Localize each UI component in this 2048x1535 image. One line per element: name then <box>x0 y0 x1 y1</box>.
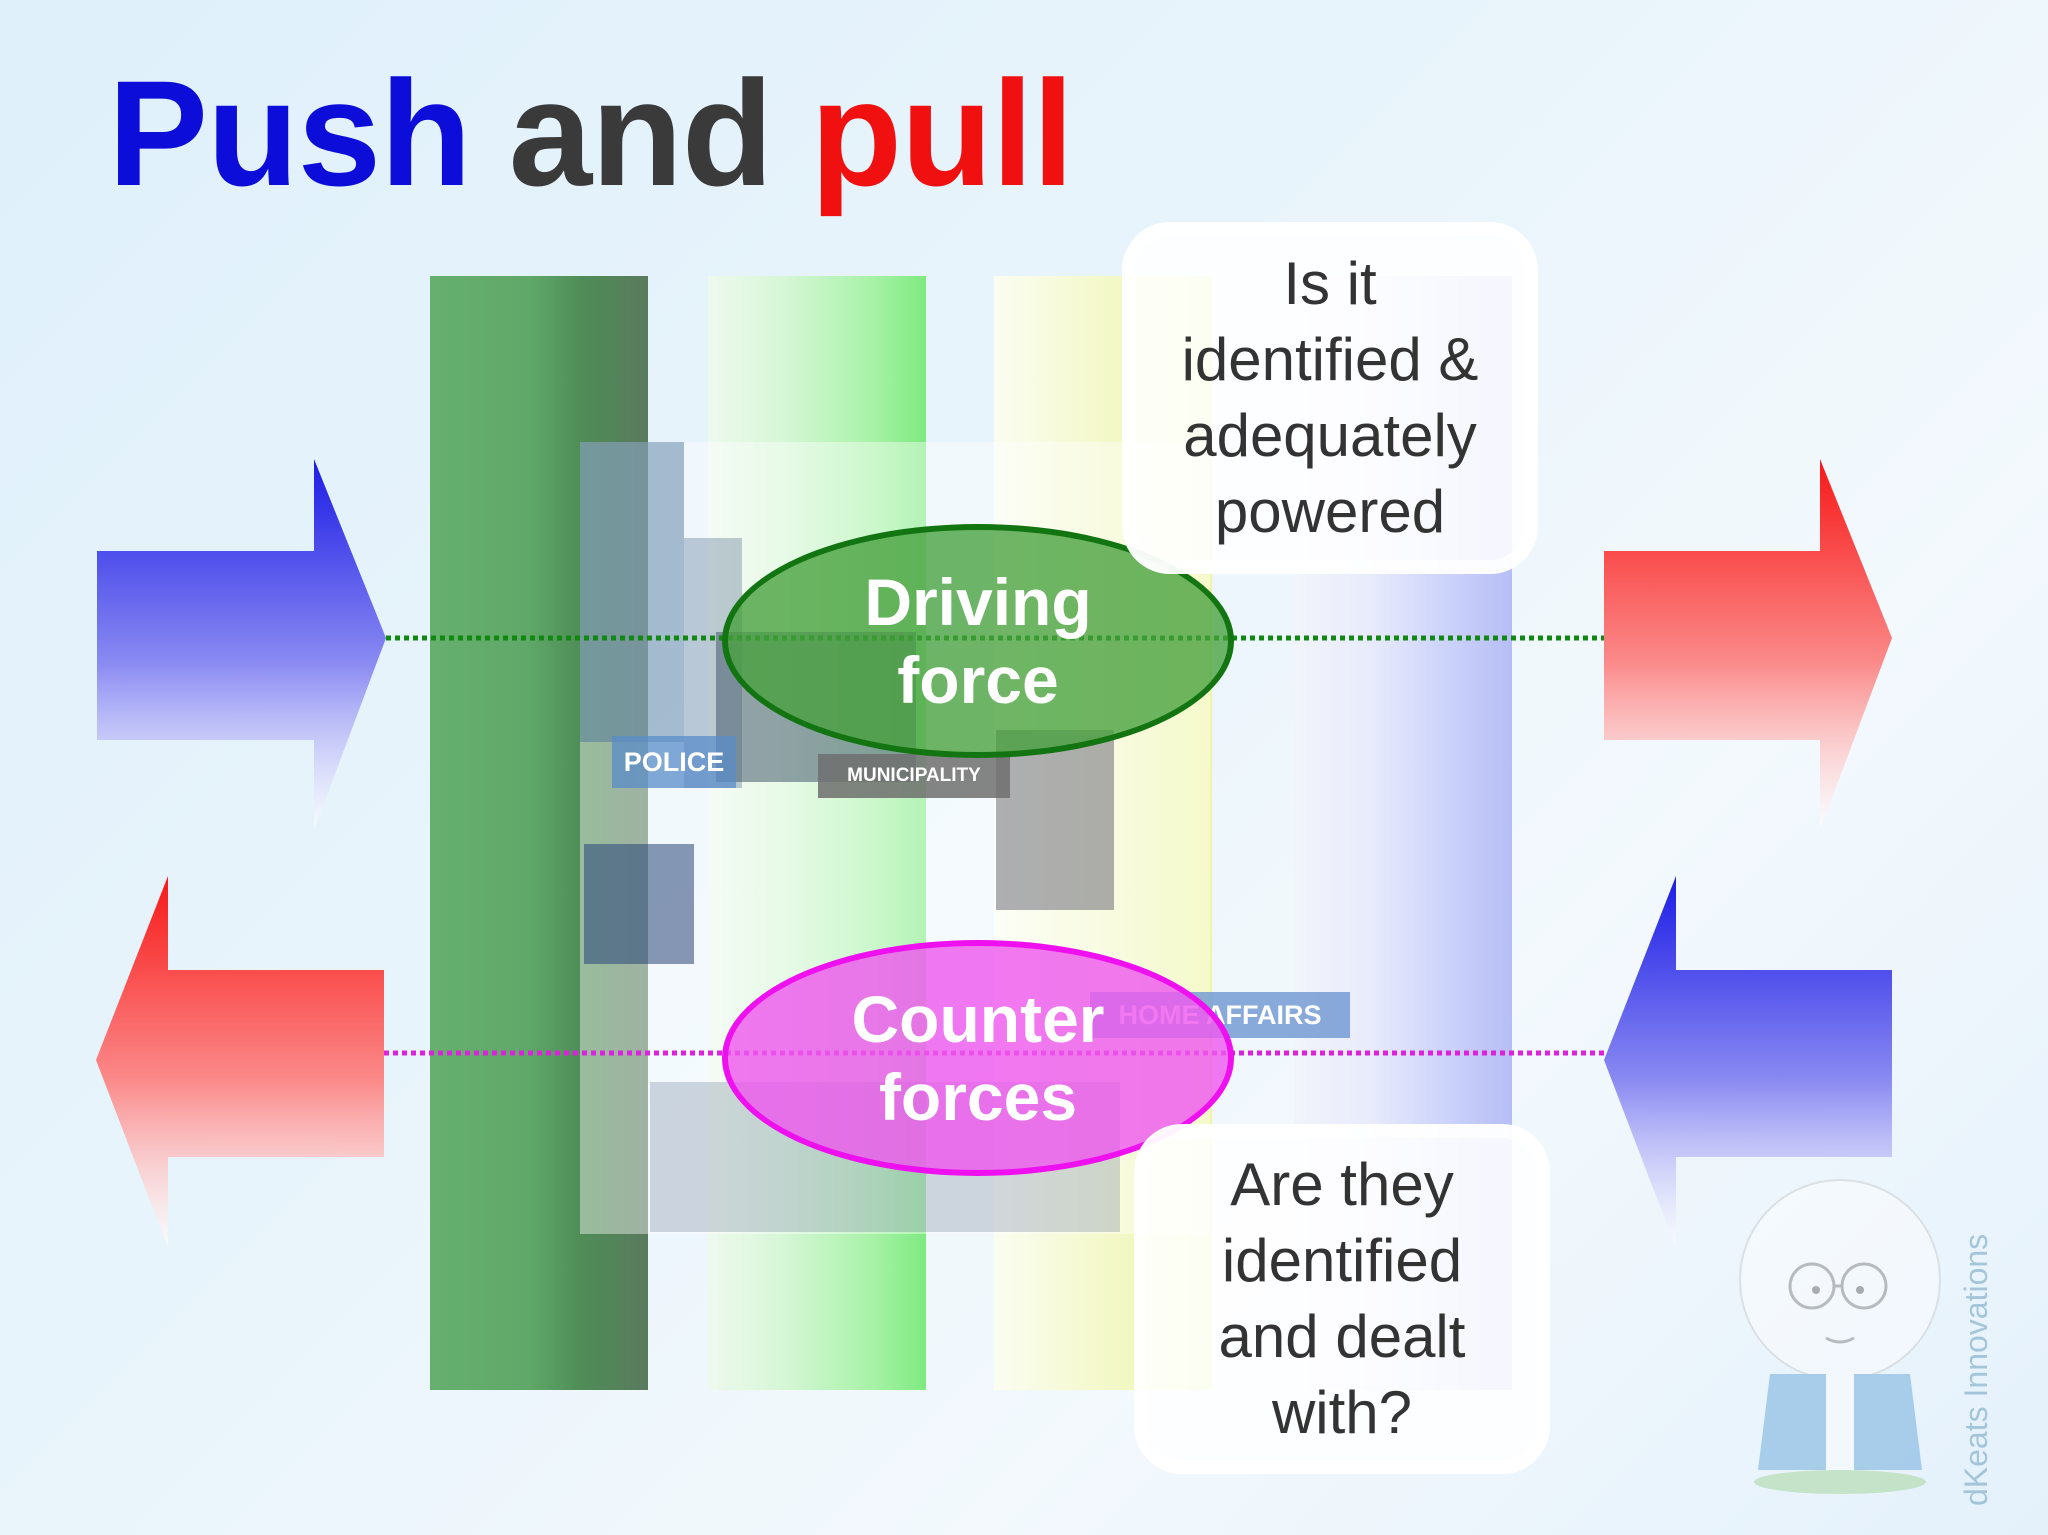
driving-force-ellipse: Driving force <box>722 524 1234 758</box>
callout-line: identified & <box>1181 326 1479 393</box>
municipality-sign: MUNICIPALITY <box>818 754 1010 798</box>
counter-forces-label-line2: forces <box>878 1060 1078 1134</box>
callout-counter-question: Are they identified and dealt with? <box>1134 1124 1550 1474</box>
callout-line: powered <box>1214 478 1446 545</box>
title-pull: pull <box>810 49 1074 217</box>
brand-watermark: dKeats Innovations <box>1958 1170 1994 1506</box>
title-push: Push <box>108 49 472 217</box>
counter-forces-label-line1: Counter <box>851 982 1105 1056</box>
mascot-character-icon <box>1739 1179 1941 1494</box>
crowd-silhouette <box>584 844 694 964</box>
callout-line: Are they <box>1230 1151 1454 1218</box>
callout-line: Is it <box>1283 250 1377 317</box>
arrow-left-red-icon <box>96 876 384 1248</box>
title-and: and <box>508 49 774 217</box>
driving-force-label-line1: Driving <box>864 565 1092 639</box>
column-light-green <box>708 276 926 1390</box>
arrow-left-blue-icon <box>1604 876 1892 1248</box>
building-silhouette <box>580 442 684 742</box>
callout-line: and dealt <box>1218 1303 1466 1370</box>
callout-line: identified <box>1221 1227 1463 1294</box>
callout-driving-question: Is it identified & adequately powered <box>1122 222 1538 574</box>
brand-text: dKeats Innovations <box>1958 1233 1994 1506</box>
callout-line: adequately <box>1183 402 1477 469</box>
column-dark-green <box>430 276 648 1390</box>
callout-line: with? <box>1271 1379 1413 1446</box>
police-sign: POLICE <box>612 736 736 788</box>
driving-force-label-line2: force <box>897 643 1059 717</box>
building-silhouette <box>996 730 1114 910</box>
arrow-right-red-icon <box>1604 459 1892 830</box>
arrow-right-blue-icon <box>97 459 386 830</box>
